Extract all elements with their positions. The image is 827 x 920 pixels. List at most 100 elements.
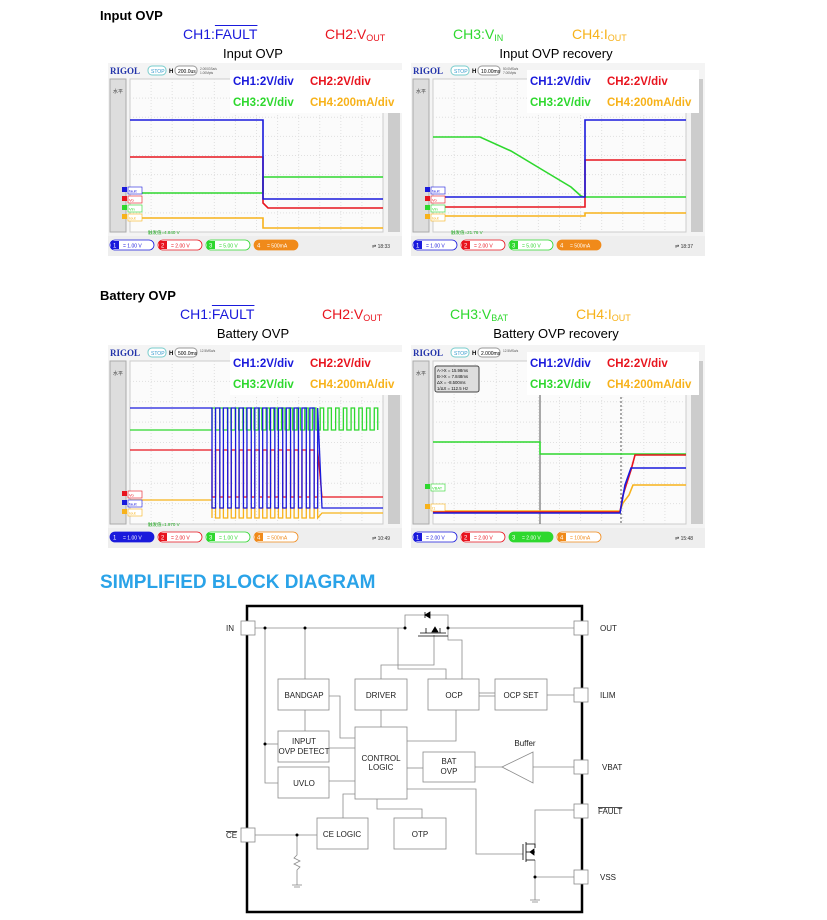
- nmos-switch-icon: [522, 842, 536, 862]
- channel-scale-value: = 2.00 V: [426, 536, 445, 542]
- scale-label-ch4: CH4:200mA/div: [310, 379, 395, 391]
- block-ocp-set: [494, 678, 548, 711]
- channel-scale-value: = 1.00 V: [426, 244, 445, 250]
- channel-2-scale-button[interactable]: 2= 2.00 V: [157, 531, 203, 543]
- channel-1-scale-button[interactable]: 1= 2.00 V: [412, 531, 458, 543]
- pin-vss-pad: [573, 869, 589, 885]
- pin-in-pad: [240, 620, 256, 636]
- channel-tag: [127, 186, 143, 195]
- channel-scale-value: = 2.00 V: [474, 244, 493, 250]
- channel-number-badge: [462, 533, 470, 541]
- block-label: DRIVER: [366, 691, 396, 700]
- channel-marker: [425, 504, 430, 509]
- scale-label-ch1: CH1:2V/div: [530, 358, 591, 370]
- channel-4-scale-button[interactable]: 4= 500mA: [253, 239, 299, 251]
- scale-label-ch4: CH4:200mA/div: [607, 97, 692, 109]
- junction-dots: [263, 626, 537, 879]
- trace-ch4: [433, 212, 686, 217]
- trace-ch1: [433, 467, 686, 514]
- channel-2-scale-button[interactable]: 2= 2.00 V: [460, 239, 506, 251]
- scale-label-ch4: CH4:200mA/div: [607, 379, 692, 391]
- side-menu-tab: [109, 360, 127, 525]
- timebase-badge: [174, 347, 198, 358]
- channel-tag-label: Iout: [432, 216, 440, 221]
- legend-ch4: CH4:IOUT: [572, 26, 627, 43]
- pin-ilim-pad: [573, 687, 589, 703]
- channel-number: 2: [161, 244, 165, 250]
- legend-ch3-label: CH3:V: [453, 26, 495, 42]
- run-state: STOP: [454, 351, 468, 357]
- scale-label-ch2: CH2:2V/div: [607, 358, 668, 370]
- scope-caption: Battery OVP recovery: [493, 326, 619, 341]
- channel-4-scale-button[interactable]: 4= 500mA: [556, 239, 602, 251]
- channel-3-scale-button[interactable]: 3= 1.00 V: [205, 531, 251, 543]
- trigger-level: 触发值=1.970 V: [148, 521, 180, 528]
- channel-number-badge: [207, 241, 215, 249]
- chip: [508, 531, 554, 543]
- trace-ch2: [433, 454, 686, 513]
- channel-scale-value: = 5.00 V: [522, 244, 541, 250]
- channel-1-scale-button[interactable]: 1= 1.00 V: [109, 531, 155, 543]
- right-panel: [388, 361, 400, 524]
- memory-depth: 7.00Mpts: [503, 71, 517, 75]
- scope-caption: Input OVP recovery: [499, 46, 613, 61]
- block-label: OTP: [412, 830, 428, 839]
- rigol-logo: RIGOL: [413, 348, 443, 358]
- channel-marker: [425, 484, 430, 489]
- side-menu-label: 水平: [113, 88, 123, 95]
- channel-3-scale-button[interactable]: 3= 5.00 V: [508, 239, 554, 251]
- channel-marker: [122, 491, 127, 496]
- chip: [460, 531, 506, 543]
- channel-1-scale-button[interactable]: 1 = 1.00 V: [412, 239, 458, 251]
- clock-time: ⇌ 10:49: [372, 536, 390, 542]
- scale-label-ch1: CH1:2V/div: [530, 76, 591, 88]
- buffer-icon: [501, 751, 534, 784]
- legend-ch3-sub: IN: [494, 33, 504, 43]
- channel-number-badge: [255, 533, 263, 541]
- channel-scale-value: = 2.00 V: [171, 244, 190, 250]
- legend-ch2-sub: OUT: [366, 33, 386, 43]
- channel-marker: [425, 205, 430, 210]
- channel-1-scale-button[interactable]: 1= 1.00 V: [109, 239, 155, 251]
- legend-ch2-label: CH2:V: [325, 26, 367, 42]
- right-panel: [691, 79, 703, 232]
- channel-number-badge: [510, 241, 518, 249]
- block-driver: [354, 678, 408, 711]
- horizontal-label: H: [472, 69, 476, 75]
- channel-4-scale-button[interactable]: 4= 500mA: [253, 531, 299, 543]
- timebase-value: 10.00ms: [481, 69, 501, 75]
- channel-number-badge: [111, 241, 119, 249]
- channel-tag-label: Vin: [129, 207, 135, 212]
- channel-tag: [430, 186, 446, 195]
- channel-tag: [430, 204, 446, 213]
- side-menu-label: 水平: [113, 370, 123, 377]
- channel-3-scale-button[interactable]: 3= 5.00 V: [205, 239, 251, 251]
- channel-number: 1: [416, 244, 420, 250]
- scale-label-ch2: CH2:2V/div: [310, 358, 371, 370]
- side-menu-label: 水平: [416, 370, 426, 377]
- channel-marker: [425, 196, 430, 201]
- block-label: CE LOGIC: [323, 830, 361, 839]
- channel-tag: [127, 508, 143, 517]
- timebase-value: 200.0us: [178, 69, 196, 75]
- sample-rate: 50.0MSa/s: [503, 67, 519, 71]
- channel-2-scale-button[interactable]: 2= 2.00 V: [460, 531, 506, 543]
- channel-tag-label: fault: [129, 189, 137, 194]
- clock-time: ⇌ 18:37: [675, 244, 693, 250]
- legend-ch1-fault: FAULT: [211, 306, 255, 322]
- channel-scale-value: = 500mA: [267, 536, 288, 542]
- channel-number-badge: [255, 241, 263, 249]
- timebase-badge: [477, 65, 501, 76]
- channel-4-scale-button[interactable]: 4= 100mA: [556, 531, 602, 543]
- channel-scale-value: = 2.00 V: [171, 536, 190, 542]
- channel-tag: [127, 490, 143, 499]
- channel-2-scale-button[interactable]: 2 = 2.00 V: [157, 239, 203, 251]
- channel-tag: [430, 213, 446, 222]
- chip: [109, 239, 155, 251]
- channel-3-scale-button[interactable]: 3= 2.00 V: [508, 531, 554, 543]
- channel-tag-label: Vo: [129, 493, 134, 498]
